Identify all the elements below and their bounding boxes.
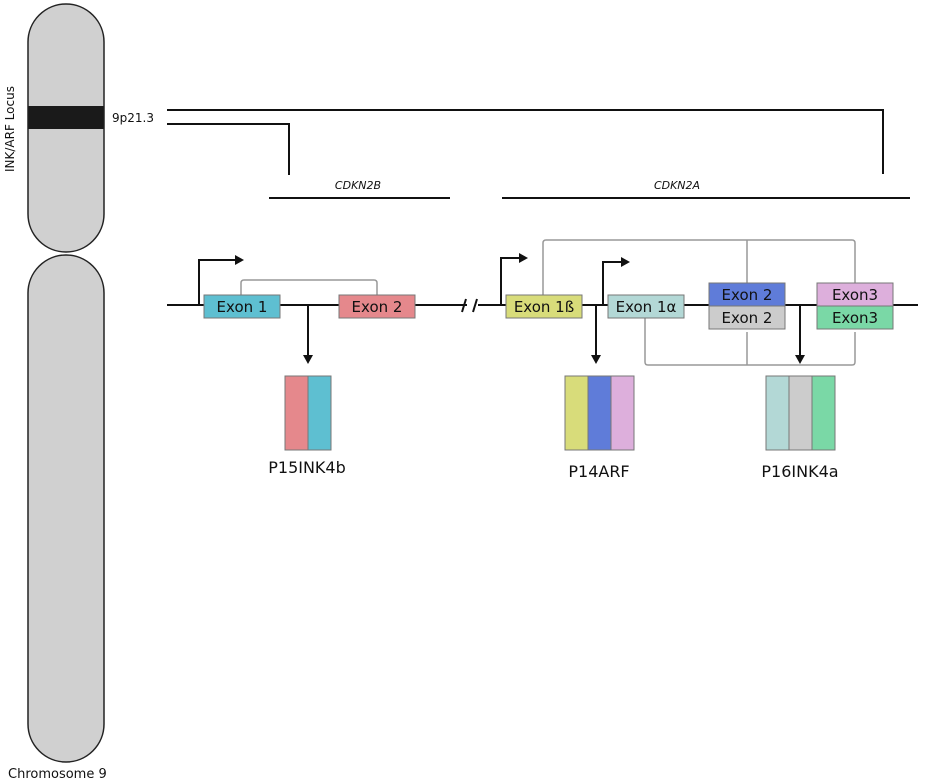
protein-segment-p15-exon2 — [284, 375, 309, 451]
break-mark-2 — [472, 298, 478, 313]
exon-label: Exon 2 — [352, 298, 403, 316]
protein-label-p14: P14ARF — [568, 462, 629, 481]
chromosome-9 — [27, 3, 105, 763]
promoter-exon1a — [602, 261, 622, 305]
protein-segment-p16-exon3 — [811, 375, 836, 451]
protein-segment-p16-exon1a — [765, 375, 790, 451]
arrowhead-icon — [795, 355, 805, 364]
exon-label: Exon 1α — [616, 298, 677, 316]
connector-cdkn2a — [167, 109, 884, 174]
protein-label-p16: P16INK4a — [761, 462, 838, 481]
exon-1-beta — [505, 294, 583, 319]
exon-label: Exon3 — [832, 309, 878, 327]
protein-segment-p14-exon1b — [564, 375, 589, 451]
arrowhead-icon — [235, 255, 244, 265]
exon-1-alpha — [607, 294, 685, 319]
splice-arf-top — [542, 239, 856, 295]
chromosome-arm-q — [27, 254, 105, 763]
promoter-cdkn2b — [198, 259, 236, 305]
arrowhead-icon — [621, 257, 630, 267]
exon-3-ink4a — [816, 305, 894, 330]
locus-connectors — [167, 109, 884, 175]
connector-cdkn2b — [167, 123, 290, 175]
splice-ink4a-bottom — [644, 318, 856, 366]
arrowhead-icon — [519, 253, 528, 263]
promoter-exon1b — [500, 257, 520, 305]
gene-label-cdkn2b: CDKN2B — [335, 179, 381, 192]
gene-label-cdkn2a: CDKN2A — [654, 179, 700, 192]
protein-label-p15: P15INK4b — [268, 458, 346, 477]
protein-segment-p16-exon2 — [788, 375, 813, 451]
exon-label: Exon3 — [832, 286, 878, 304]
exon-label: Exon 2 — [722, 286, 773, 304]
exon-1-cdkn2b — [203, 294, 281, 319]
exon-2-cdkn2b — [338, 294, 416, 319]
protein-segment-p14-exon2 — [587, 375, 612, 451]
protein-segment-p14-exon3 — [610, 375, 635, 451]
exon-label: Exon 1 — [217, 298, 268, 316]
chromosome-label: Chromosome 9 — [8, 767, 107, 782]
band-label: 9p21.3 — [112, 111, 154, 125]
protein-segment-p15-exon1 — [307, 375, 332, 451]
arrowhead-icon — [303, 355, 313, 364]
locus-label: INK/ARF Locus — [3, 86, 17, 172]
splice-cdkn2b — [240, 279, 378, 295]
exon-label: Exon 2 — [722, 309, 773, 327]
exon-2-ink4a — [708, 305, 786, 330]
chromosome-band-9p21-3 — [28, 106, 104, 129]
arrowhead-icon — [591, 355, 601, 364]
exon-label: Exon 1ß — [514, 298, 574, 316]
break-mark-1 — [461, 298, 467, 313]
